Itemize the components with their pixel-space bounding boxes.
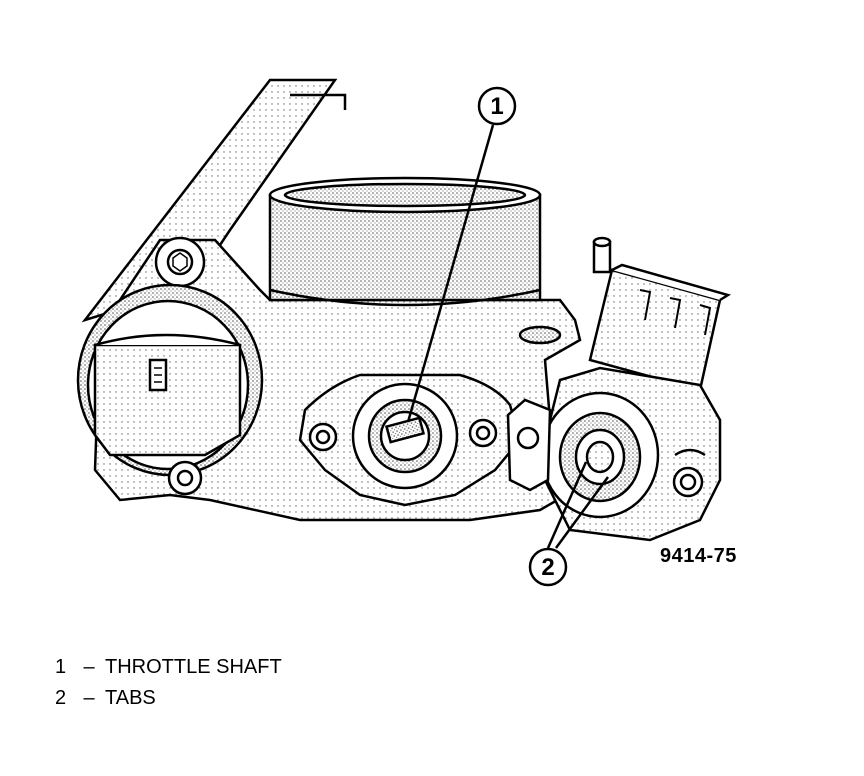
callout-1-number: 1 <box>490 93 503 120</box>
legend-label: TABS <box>105 687 156 709</box>
legend-number: 2 <box>55 687 67 709</box>
legend: 1 – THROTTLE SHAFT 2 – TABS <box>55 652 282 714</box>
legend-separator: – <box>83 687 95 709</box>
callout-1: 1 <box>406 86 517 423</box>
legend-label: THROTTLE SHAFT <box>105 656 282 678</box>
throttle-shaft-boss <box>298 373 522 507</box>
vacuum-port <box>518 236 612 345</box>
legend-item-throttle-shaft: 1 – THROTTLE SHAFT <box>55 652 282 683</box>
idle-air-control-motor <box>76 236 264 496</box>
callout-2-number: 2 <box>541 554 554 581</box>
figure-id-label: 9414-75 <box>660 545 737 567</box>
air-inlet-bore <box>268 176 542 307</box>
legend-number: 1 <box>55 656 67 678</box>
throttle-position-sensor <box>506 263 732 542</box>
legend-separator: – <box>83 656 95 678</box>
callout-2: 2 <box>528 461 610 587</box>
legend-item-tabs: 2 – TABS <box>55 683 282 714</box>
